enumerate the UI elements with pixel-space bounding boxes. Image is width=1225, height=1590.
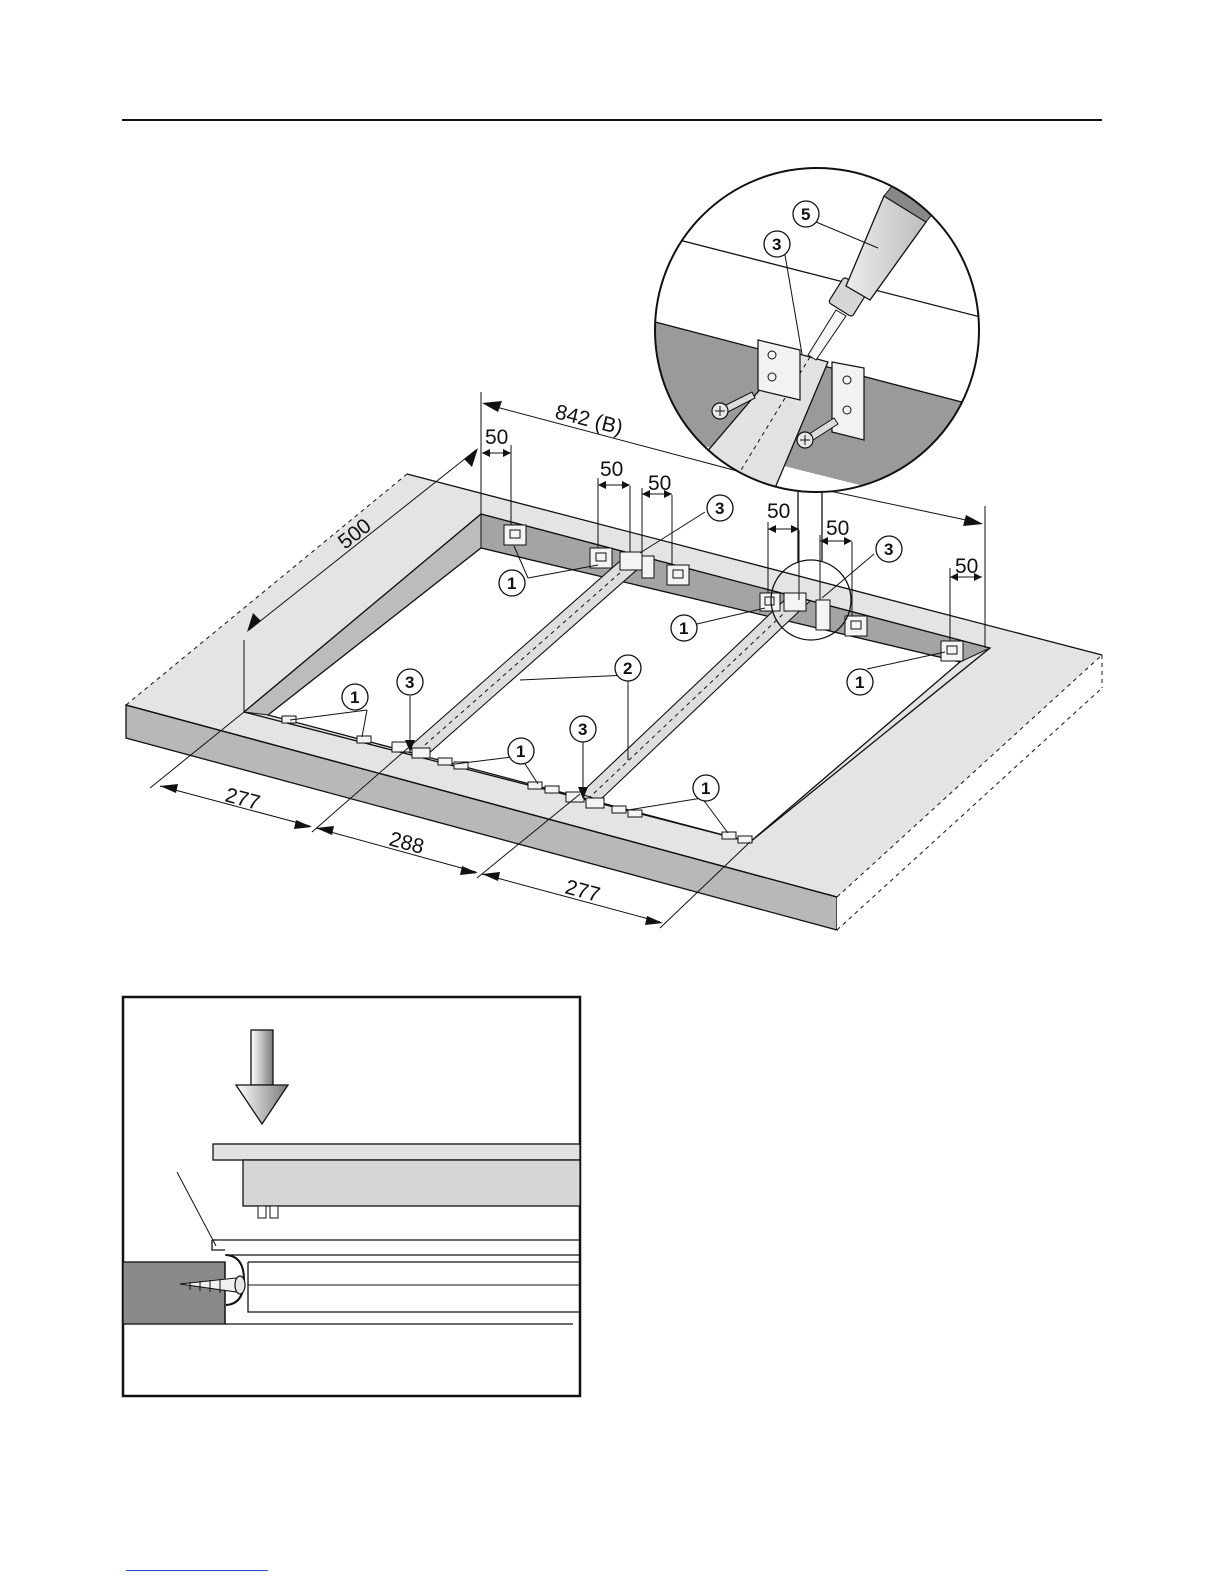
callout-1-c: 1	[847, 669, 873, 695]
callout-1-e: 1	[508, 738, 534, 764]
cross-section-panel	[123, 997, 580, 1396]
clip-back-6	[941, 641, 963, 661]
footer-link-underline[interactable]	[126, 1570, 268, 1571]
svg-text:3: 3	[884, 540, 893, 559]
svg-text:5: 5	[801, 205, 810, 224]
svg-text:1: 1	[350, 688, 359, 707]
front-right-dimension-label: 277	[563, 876, 603, 907]
callout-1-a: 1	[499, 570, 525, 596]
front-middle-dimension-label: 288	[387, 828, 427, 859]
svg-text:3: 3	[715, 499, 724, 518]
callout-3-a: 3	[707, 495, 733, 521]
clip-back-1	[504, 525, 526, 545]
width-dimension-label: 842 (B)	[553, 401, 625, 440]
svg-text:1: 1	[516, 742, 525, 761]
clip-back-5	[845, 616, 867, 636]
worktop-section	[123, 1262, 225, 1324]
detail-magnifier: 3 5	[640, 168, 1000, 520]
svg-text:1: 1	[701, 779, 710, 798]
callout-1-b: 1	[671, 615, 697, 641]
clip-back-2	[590, 548, 612, 568]
callout-1-f: 1	[693, 775, 719, 801]
svg-text:2: 2	[623, 659, 632, 678]
detail-callout-5: 5	[793, 201, 819, 227]
offset-50-label-5: 50	[826, 517, 849, 540]
worktop	[126, 474, 1102, 930]
callout-3-b: 3	[876, 536, 902, 562]
svg-text:1: 1	[679, 619, 688, 638]
callout-3-c: 3	[397, 669, 423, 695]
callout-3-d: 3	[570, 716, 596, 742]
detail-bracket-right	[832, 362, 864, 440]
offset-50-label-2: 50	[600, 458, 623, 481]
offset-50-label-3: 50	[648, 472, 671, 495]
svg-text:1: 1	[855, 673, 864, 692]
hob-glass-plate	[213, 1144, 580, 1160]
front-left-dimension-label: 277	[223, 784, 263, 815]
hob-body	[243, 1160, 580, 1206]
svg-text:1: 1	[507, 574, 516, 593]
detail-callout-3: 3	[764, 231, 790, 257]
callout-1-d: 1	[342, 684, 368, 710]
svg-text:3: 3	[405, 673, 414, 692]
svg-text:3: 3	[578, 720, 587, 739]
offset-50-label-6: 50	[955, 555, 978, 578]
svg-text:3: 3	[772, 235, 781, 254]
offset-50-label-1: 50	[485, 426, 508, 449]
offset-50-label-4: 50	[767, 500, 790, 523]
clip-back-3	[667, 565, 689, 585]
detail-bracket-left	[758, 340, 800, 400]
callout-2: 2	[615, 655, 641, 681]
